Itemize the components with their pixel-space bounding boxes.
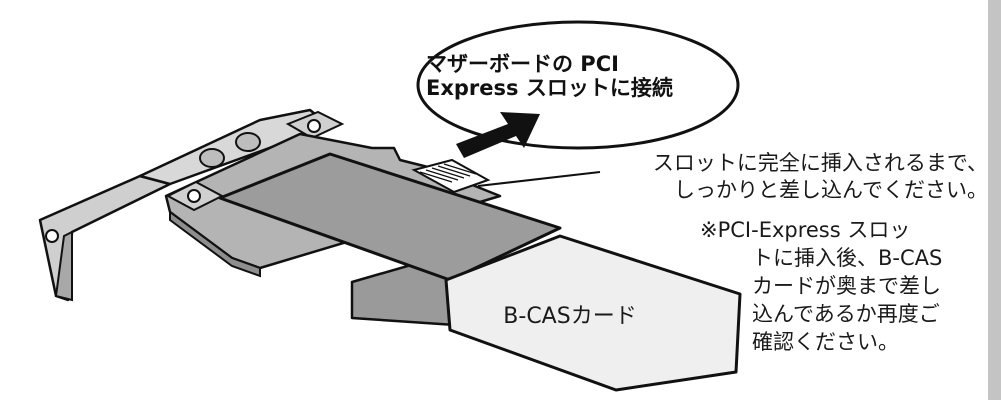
note-line-4: 込んであるか再度ご [752,302,940,326]
insert-callout-line-2: しっかりと差し込んでください。 [674,178,988,202]
note-line-5: 確認ください。 [752,330,899,354]
pci-edge-connector [411,158,491,194]
b-cas-card-label: B-CASカード [503,304,637,329]
bubble-text: マザーボードの PCI Express スロットに接続 [426,52,746,100]
bubble-line-2: Express スロットに接続 [426,76,673,100]
note-line-2: トに挿入後、B-CAS [752,246,943,270]
note-line-1: ※PCI-Express スロッ [700,218,911,242]
b-cas-card [444,234,742,392]
insert-callout-line-1: スロットに完全に挿入されるまで、 [652,151,988,175]
card-cover [218,152,562,282]
bubble-line-1: マザーボードの PCI [426,52,619,76]
note-block: ※PCI-Express スロッ トに挿入後、B-CAS カードが奥まで差し 込… [700,216,985,356]
insert-arrow [456,112,540,158]
insert-callout: スロットに完全に挿入されるまで、 しっかりと差し込んでください。 [588,150,988,204]
callout-leader-line [477,171,601,187]
screw-tab-top [285,110,345,140]
speech-bubble [416,20,740,150]
bracket-connectors [199,132,261,168]
right-sidebar-strip [988,0,1001,400]
note-line-3: カードが奥まで差し [752,274,941,298]
